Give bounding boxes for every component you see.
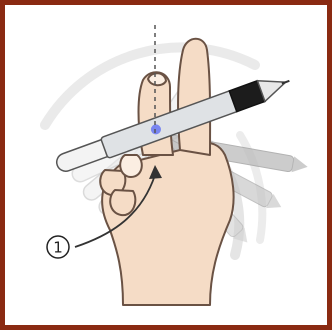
pen-rotation-diagram: 1 bbox=[5, 5, 327, 325]
callout-badge: 1 bbox=[47, 236, 69, 258]
callout-number: 1 bbox=[53, 239, 63, 257]
hand-holding-pen-icon bbox=[100, 39, 233, 305]
